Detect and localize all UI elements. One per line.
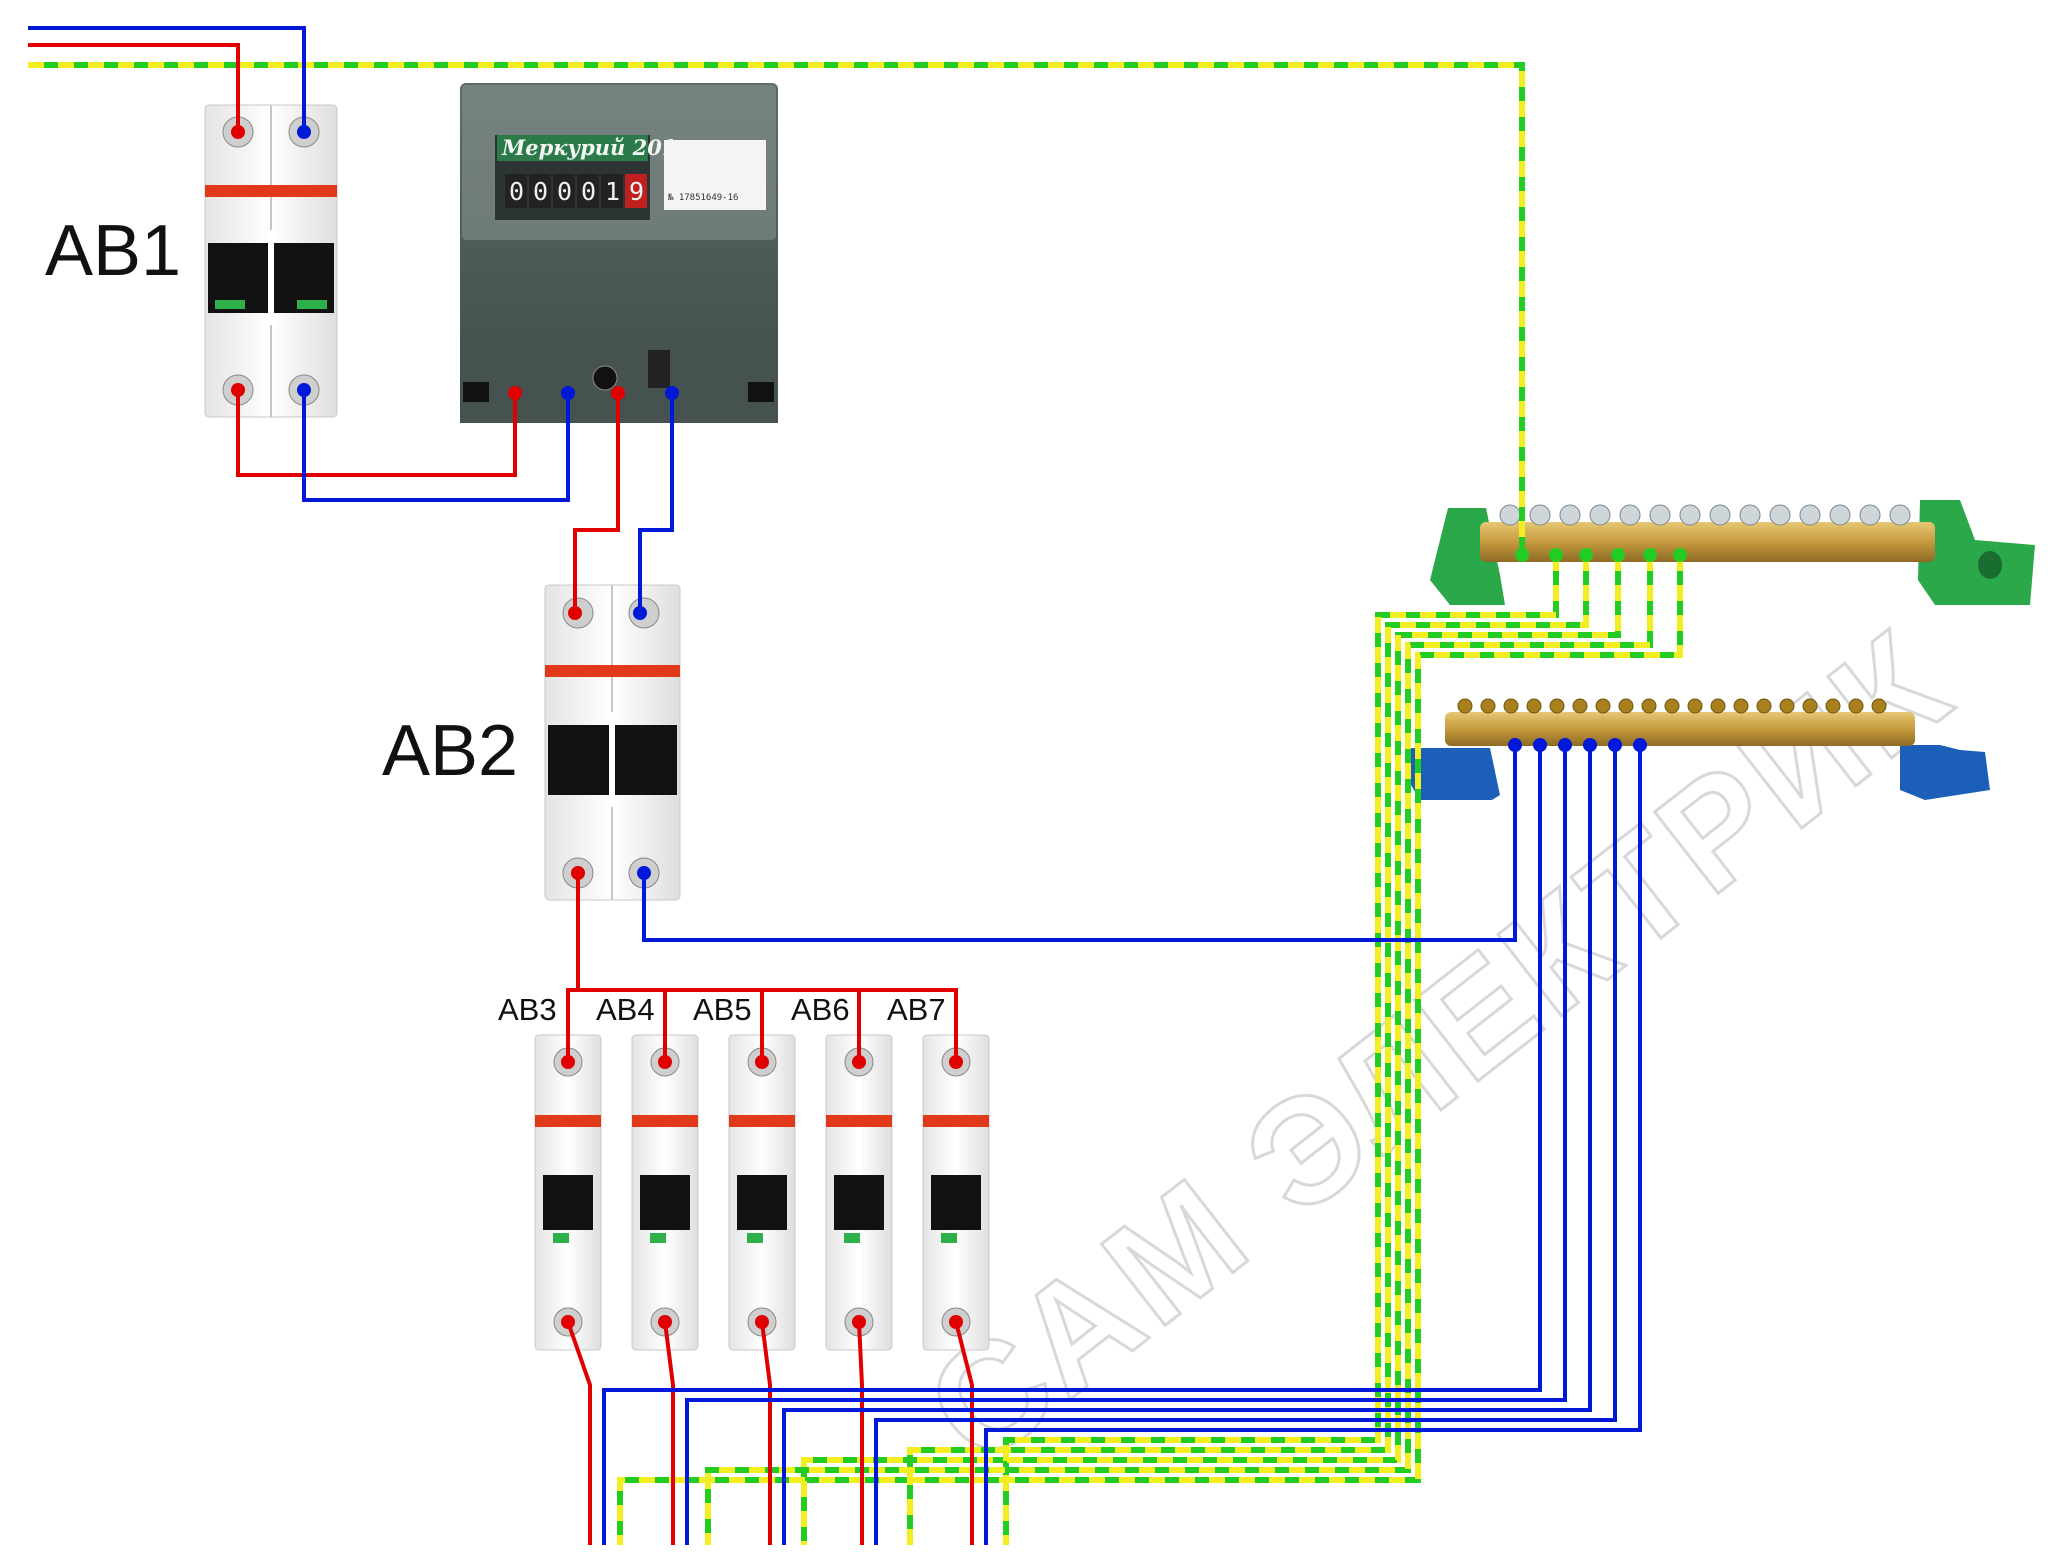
neutral-bus-screws [1457,698,1887,714]
group-breakers [534,1034,990,1351]
breaker-lever[interactable] [931,1175,981,1230]
meter-reading: 0 0 0 0 1 9 [505,174,647,208]
breaker-ab1 [204,104,338,418]
breaker-lever[interactable] [834,1175,884,1230]
earth-bus-screws [1499,504,1911,526]
meter-digit: 0 [533,177,548,206]
breaker-lever[interactable] [640,1175,690,1230]
terminal-dots [231,125,1687,1329]
breaker-ab3 [534,1034,602,1351]
neutral-busbar-icon [1405,698,1990,800]
meter-digit: 0 [557,177,572,206]
meter-digit: 0 [509,177,524,206]
breaker-ab6 [825,1034,893,1351]
breaker-ab2 [544,584,681,901]
label-ab6: АВ6 [791,992,850,1027]
meter-serial: № 17851649-16 [667,193,738,203]
label-ab7: АВ7 [887,992,946,1027]
neutral-wires [28,26,1642,1545]
phase-wires [28,43,974,1545]
breaker-stripe [205,185,337,197]
energy-meter-icon: Меркурий 201 0 0 0 0 1 9 № 17851649-16 [460,83,778,423]
meter-digit: 9 [629,177,644,206]
earth-busbar-icon [1430,500,2035,605]
meter-digit: 0 [581,177,596,206]
label-ab2: АВ2 [382,711,518,791]
label-ab1: АВ1 [45,211,181,291]
meter-brand: Меркурий 201 [501,135,676,160]
breaker-ab4 [631,1034,699,1351]
label-ab4: АВ4 [596,992,655,1027]
earth-wires [28,62,1683,1545]
breaker-lever[interactable] [543,1175,593,1230]
meter-digit: 1 [605,177,620,206]
label-ab5: АВ5 [693,992,752,1027]
breaker-ab7 [922,1034,990,1351]
breaker-ab5 [728,1034,796,1351]
label-ab3: АВ3 [498,992,557,1027]
breaker-stripe [545,665,680,677]
breaker-lever[interactable] [737,1175,787,1230]
